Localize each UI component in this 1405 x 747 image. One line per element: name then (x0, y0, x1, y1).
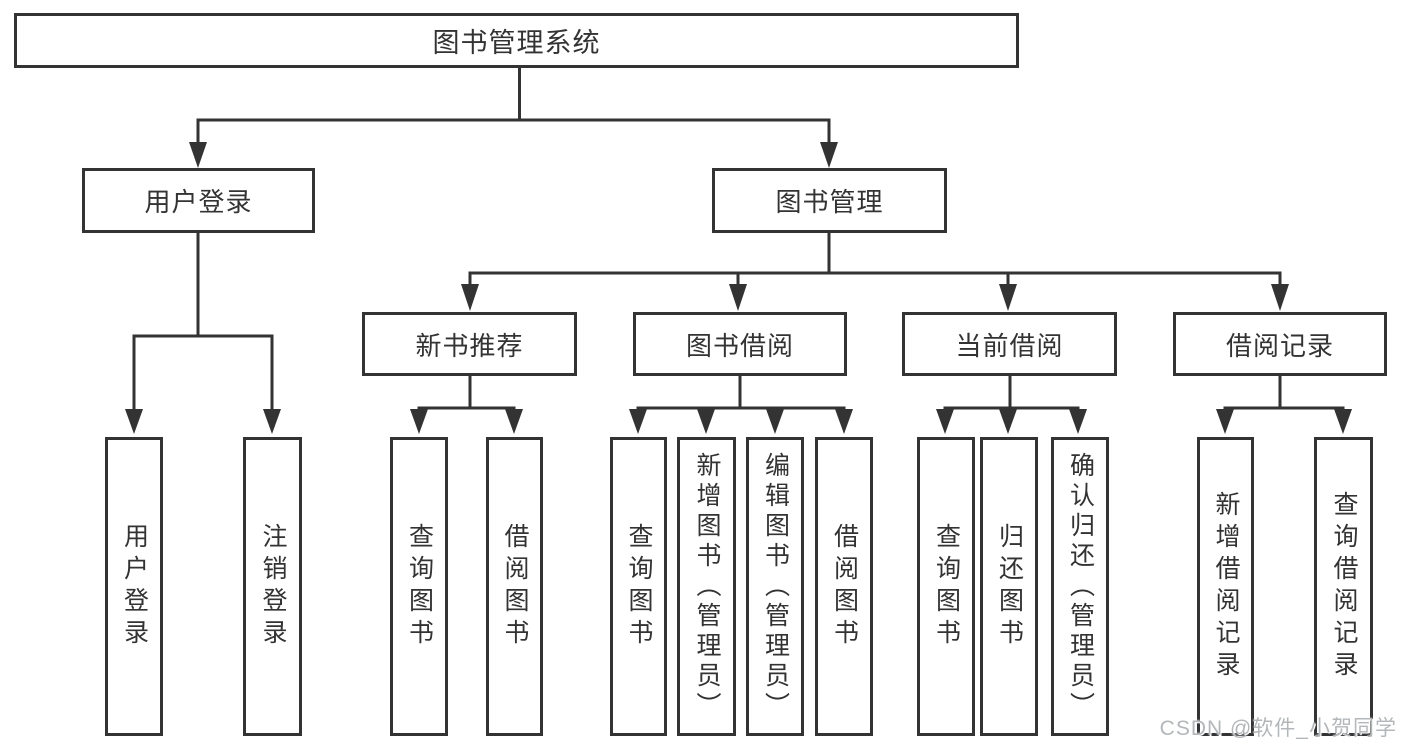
node-book-borrowing: 图书借阅 (633, 312, 847, 376)
leaf-return-book-label: 归还图书 (995, 522, 1024, 651)
node-book-management: 图书管理 (712, 168, 947, 233)
arrow-icon (936, 409, 954, 434)
arrow-icon (1271, 284, 1289, 311)
arrow-icon (263, 409, 281, 434)
arrow-icon (729, 284, 747, 311)
arrow-icon (125, 409, 143, 434)
leaf-query-borrow-record: 查询借阅记录 (1314, 437, 1373, 736)
arrow-icon (505, 409, 523, 434)
arrow-icon (1216, 409, 1234, 434)
leaf-query-borrow-record-label: 查询借阅记录 (1330, 490, 1358, 683)
leaf-edit-book-admin-label: 编辑图书（管理员） (761, 451, 790, 722)
leaf-user-login: 用户登录 (105, 437, 163, 736)
leaf-confirm-return-admin-label: 确认归还（管理员） (1066, 451, 1095, 722)
leaf-query-book-current-label: 查询图书 (932, 522, 961, 651)
node-root: 图书管理系统 (14, 13, 1019, 68)
node-user-login: 用户登录 (82, 168, 315, 233)
leaf-return-book: 归还图书 (980, 437, 1038, 736)
arrow-icon (461, 284, 479, 311)
leaf-user-login-label: 用户登录 (120, 522, 149, 651)
leaf-query-book-borrowing: 查询图书 (610, 437, 667, 736)
node-book-borrowing-label: 图书借阅 (685, 330, 794, 361)
leaf-query-book-recommend: 查询图书 (390, 437, 448, 736)
leaf-logout-label: 注销登录 (259, 522, 287, 651)
leaf-edit-book-admin: 编辑图书（管理员） (746, 437, 804, 736)
node-borrow-records: 借阅记录 (1173, 312, 1387, 376)
node-book-management-label: 图书管理 (775, 187, 884, 217)
arrow-icon (766, 409, 784, 434)
arrow-icon (999, 284, 1017, 311)
node-borrow-records-label: 借阅记录 (1225, 330, 1334, 361)
arrow-icon (1069, 409, 1087, 434)
leaf-add-borrow-record: 新增借阅记录 (1197, 437, 1254, 736)
arrow-icon (410, 409, 428, 434)
arrow-icon (1334, 409, 1352, 434)
leaf-add-borrow-record-label: 新增借阅记录 (1212, 490, 1240, 683)
leaf-add-book-admin-label: 新增图书（管理员） (693, 451, 721, 722)
node-root-label: 图书管理系统 (432, 28, 601, 58)
arrow-icon (629, 409, 647, 434)
leaf-query-book-current: 查询图书 (917, 437, 975, 736)
leaf-borrow-book-recommend-label: 借阅图书 (501, 522, 529, 651)
leaf-confirm-return-admin: 确认归还（管理员） (1051, 437, 1109, 736)
arrow-icon (697, 409, 715, 434)
arrow-icon (189, 142, 207, 168)
node-current-borrowing-label: 当前借阅 (955, 330, 1064, 361)
node-current-borrowing: 当前借阅 (902, 312, 1117, 376)
node-user-login-label: 用户登录 (144, 187, 253, 217)
csdn-watermark: CSDN @软件_小贺同学 (1159, 717, 1397, 740)
leaf-borrow-book-recommend: 借阅图书 (486, 437, 543, 736)
leaf-logout: 注销登录 (243, 437, 302, 736)
leaf-query-book-recommend-label: 查询图书 (405, 522, 434, 651)
leaf-add-book-admin: 新增图书（管理员） (677, 437, 736, 736)
arrow-icon (835, 409, 853, 434)
leaf-borrow-book-borrowing: 借阅图书 (815, 437, 873, 736)
node-new-book-recommend-label: 新书推荐 (415, 330, 524, 361)
arrow-icon (820, 142, 838, 168)
arrow-icon (999, 409, 1017, 434)
leaf-query-book-borrowing-label: 查询图书 (625, 522, 653, 651)
node-new-book-recommend: 新书推荐 (362, 312, 577, 376)
leaf-borrow-book-borrowing-label: 借阅图书 (830, 522, 859, 651)
